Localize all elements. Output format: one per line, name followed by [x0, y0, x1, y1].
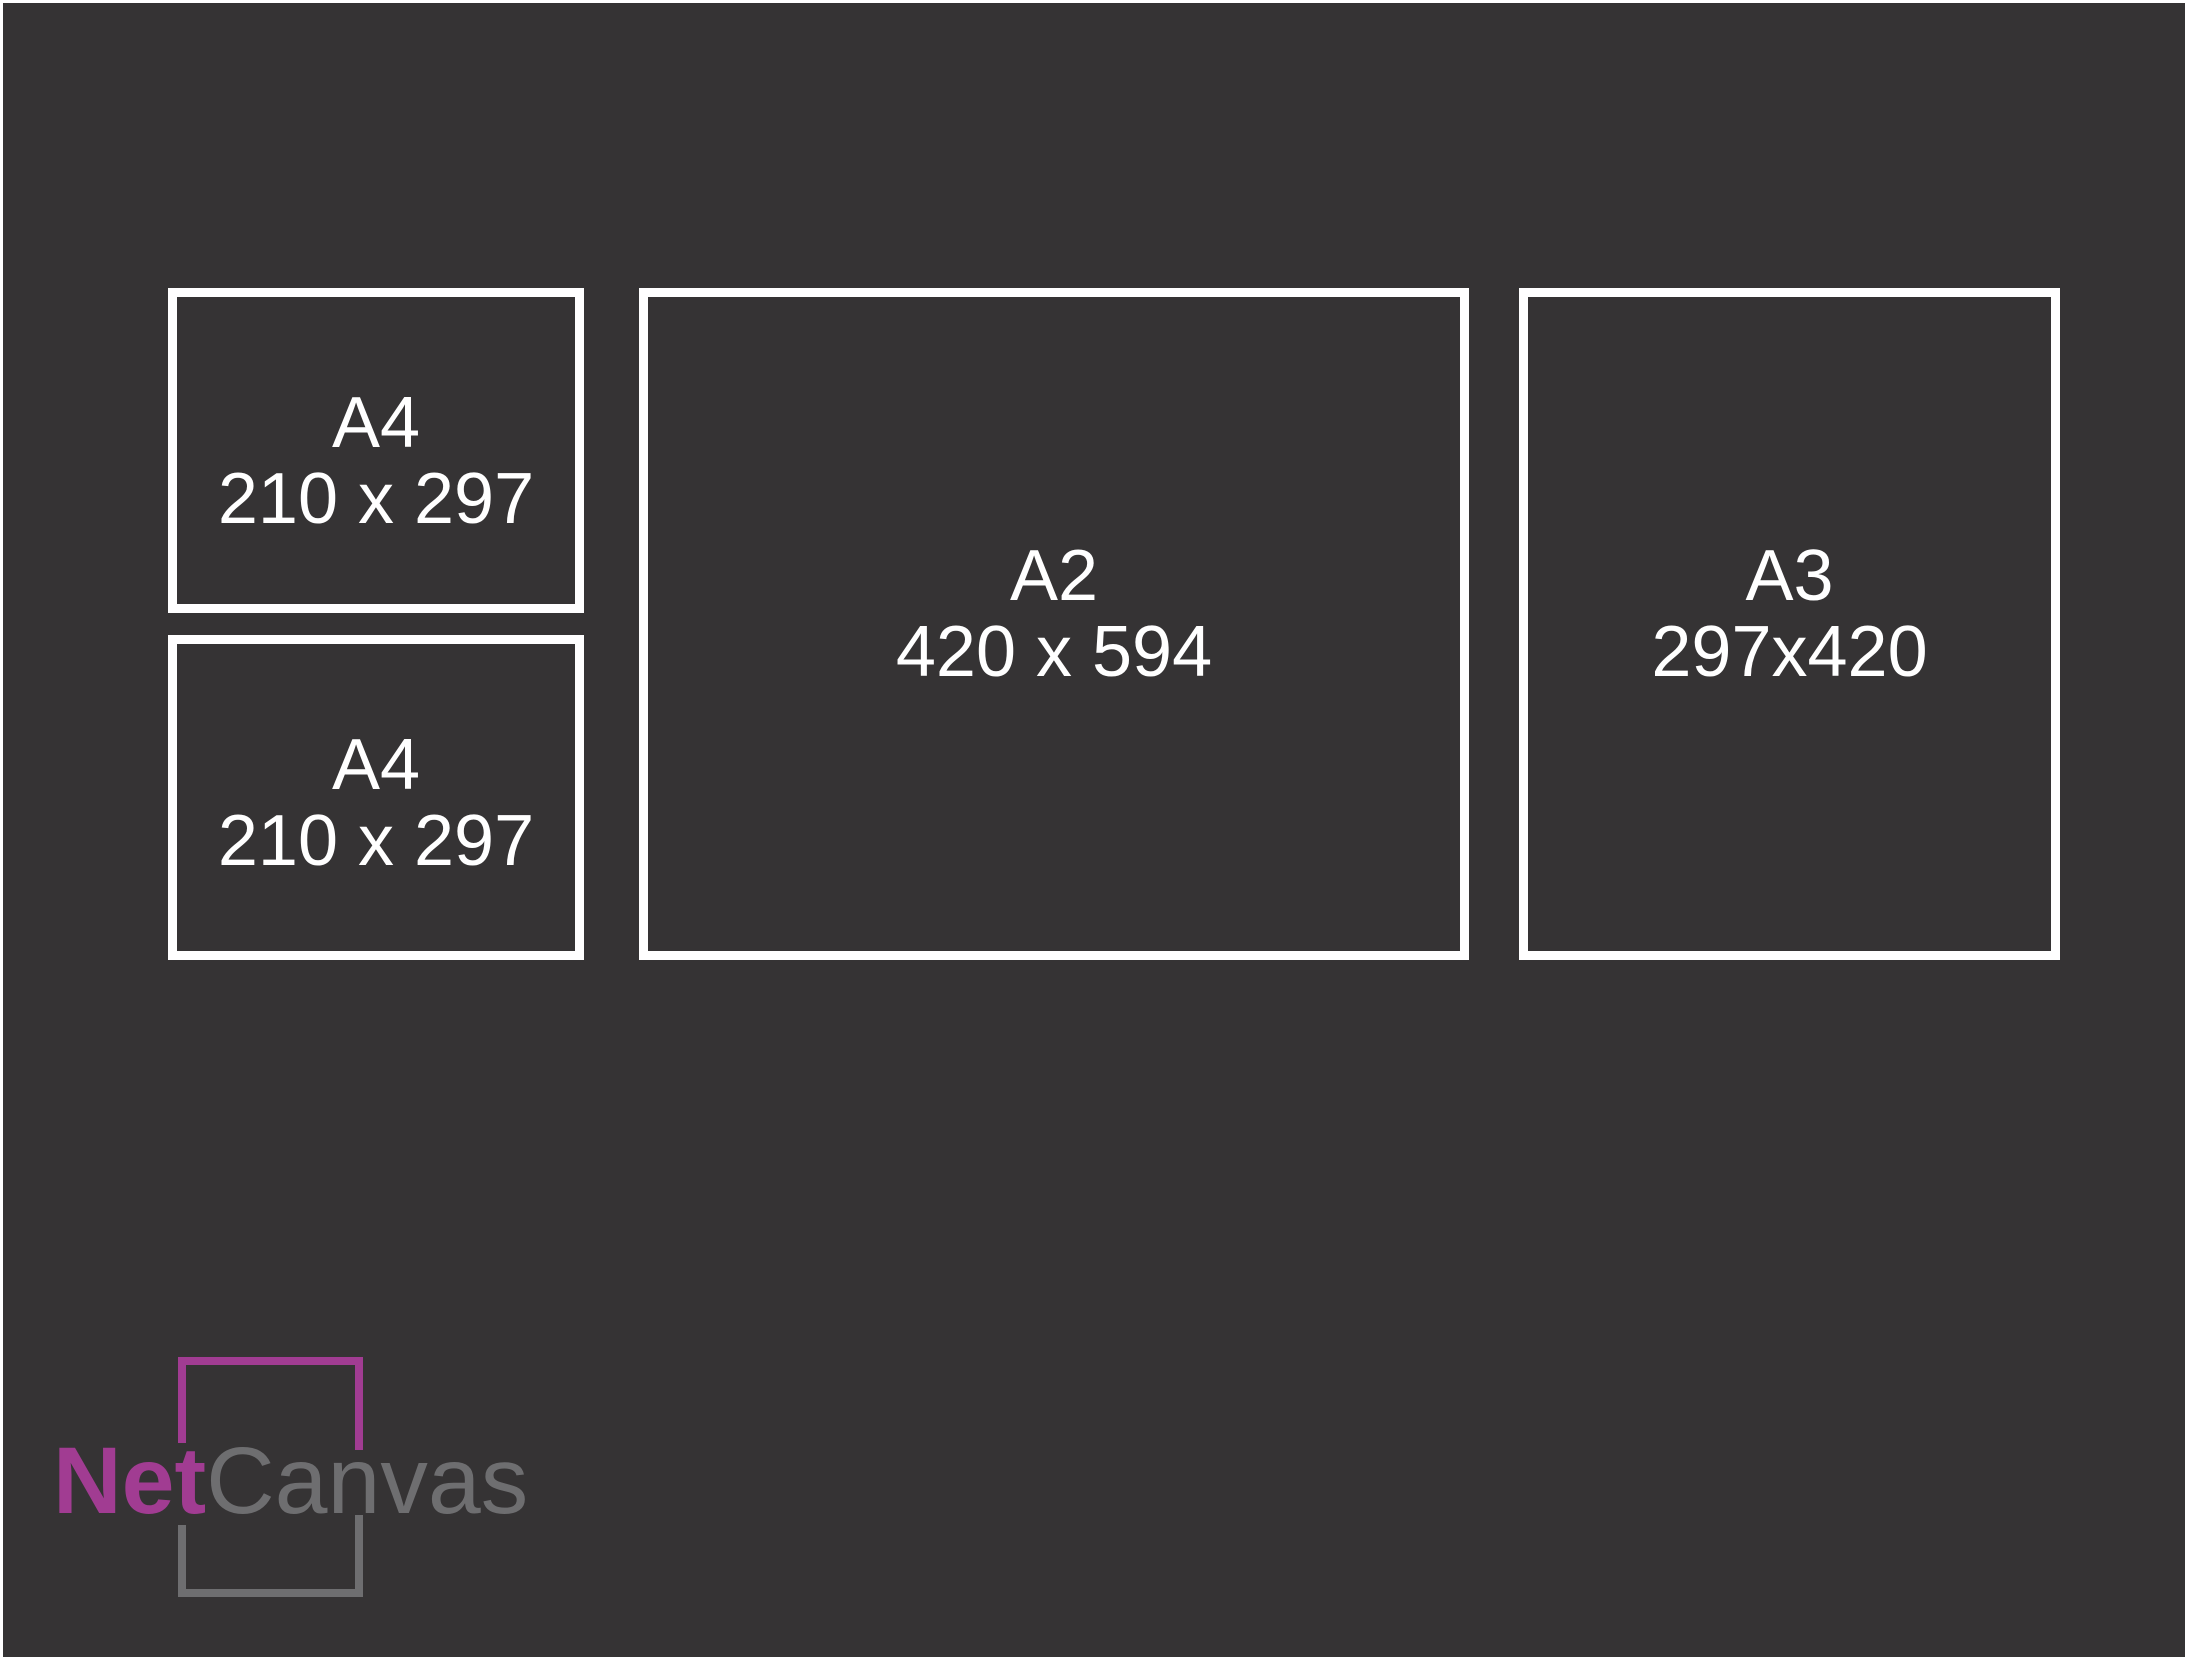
- frame-size-label: A2: [1009, 536, 1099, 616]
- wall-layout-canvas: A4 210 x 297 A4 210 x 297 A2 420 x 594 A…: [3, 3, 2185, 1657]
- frame-dimensions: 297x420: [1651, 612, 1928, 692]
- frame-size-label: A4: [331, 724, 421, 805]
- frame-a4-top: A4 210 x 297: [168, 288, 584, 613]
- frame-a2: A2 420 x 594: [639, 288, 1469, 960]
- frame-a4-bottom: A4 210 x 297: [168, 635, 584, 960]
- frame-size-label: A3: [1745, 536, 1834, 616]
- frame-dimensions: 210 x 297: [217, 800, 535, 881]
- frame-dimensions: 210 x 297: [217, 458, 535, 539]
- logo-text-canvas: Canvas: [206, 1428, 529, 1534]
- frame-dimensions: 420 x 594: [895, 612, 1213, 692]
- frame-size-label: A4: [331, 382, 421, 463]
- logo-text-net: Net: [53, 1428, 207, 1534]
- logo-wordmark: NetCanvas: [53, 1431, 528, 1531]
- frame-a3: A3 297x420: [1519, 288, 2060, 960]
